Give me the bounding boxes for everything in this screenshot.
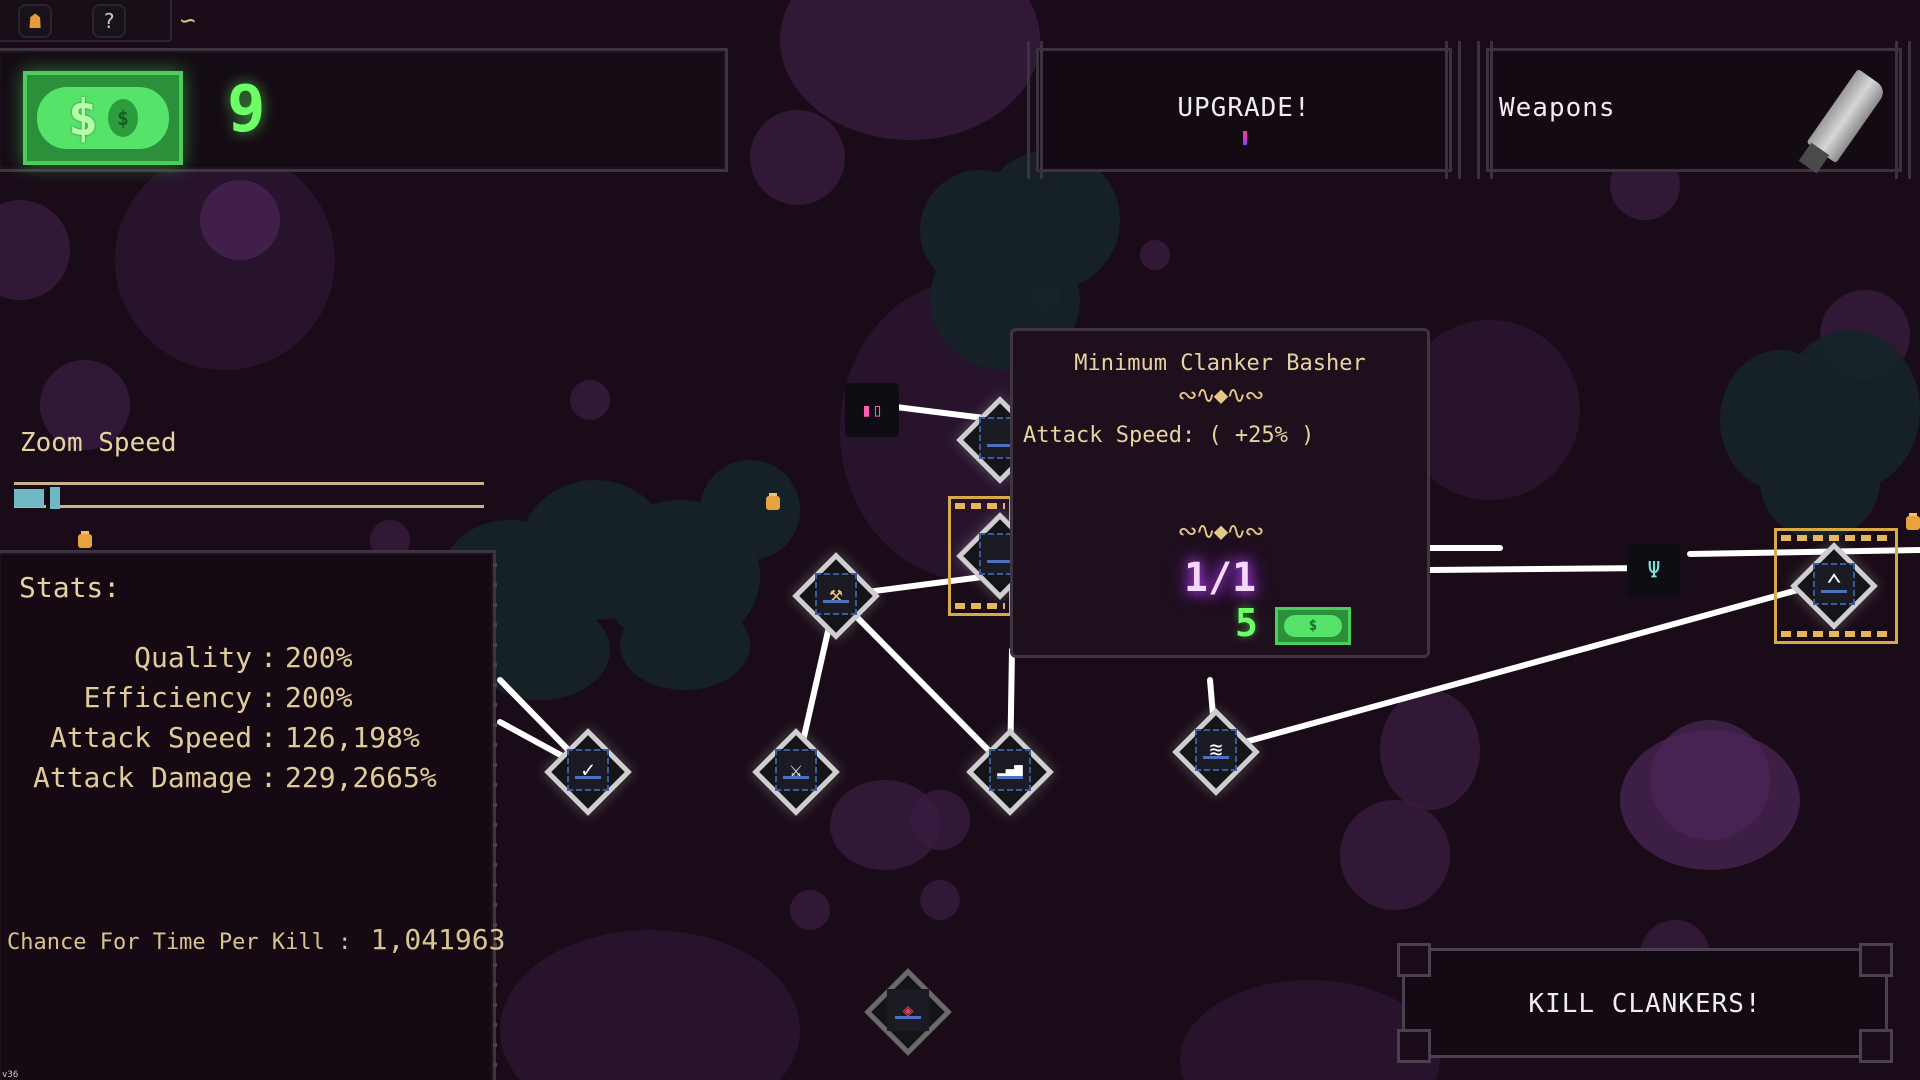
skill-node-signal-bars[interactable]: ▂▄▆ — [966, 728, 1054, 816]
stats-title: Stats: — [19, 571, 121, 604]
ornament-corner — [1859, 1029, 1893, 1063]
upgrade-arrow-icon — [1243, 131, 1247, 145]
top-icon-bar: ☗ ? — [0, 0, 172, 42]
swirl-icon[interactable]: ∽ — [180, 6, 196, 36]
coin-icon — [78, 534, 92, 548]
skill-node-locked-red[interactable]: ◈ — [864, 968, 952, 1056]
help-icon: ? — [102, 9, 116, 33]
tooltip-effect: Attack Speed: ( +25% ) — [1023, 423, 1315, 448]
speed-icon: ≋ — [1209, 737, 1223, 763]
weapons-button[interactable]: Weapons — [1477, 41, 1911, 179]
hammer-icon: ⚒ — [829, 581, 843, 607]
currency-panel: $ $ 9 — [0, 48, 728, 172]
version-label: v36 — [2, 1070, 19, 1080]
target-icon: ◈ — [902, 999, 914, 1021]
tooltip-title: Minimum Clanker Basher — [1074, 351, 1366, 376]
skill-node-chevron[interactable]: ⌃ — [1790, 542, 1878, 630]
skill-node-speed[interactable]: ≋ — [1172, 708, 1260, 796]
skill-node-pink-bars[interactable]: ▮▯ — [837, 375, 907, 445]
currency-amount: 9 — [227, 73, 266, 147]
stats-panel: Stats: Quality:200% Efficiency:200% Atta… — [0, 550, 506, 1080]
help-button[interactable]: ? — [92, 4, 126, 38]
stat-row-chance-time: Chance For Time Per Kill : 1,041963 — [7, 923, 506, 956]
tooltip-cost: 5 — [1235, 601, 1258, 645]
ornament-corner — [1397, 1029, 1431, 1063]
coin-icon — [1906, 516, 1920, 530]
zoom-speed-handle[interactable] — [46, 487, 60, 509]
checkmark-icon: ✓ — [581, 757, 595, 783]
ornament-icon: ∾∿◆∿∾ — [1177, 381, 1265, 409]
dollar-bill-icon: $ — [1275, 607, 1351, 645]
character-icon: ☗ — [28, 9, 42, 33]
zoom-speed-fill — [14, 489, 44, 507]
zoom-speed-slider[interactable] — [14, 482, 484, 509]
stat-row-attack-speed: Attack Speed:126,198% — [49, 721, 420, 754]
stat-row-efficiency: Efficiency:200% — [83, 681, 353, 714]
signal-bars-icon: ▂▄▆ — [997, 762, 1023, 778]
dollar-bill-icon: $ $ — [23, 71, 183, 165]
skill-node-hammer[interactable]: ⚒ — [792, 552, 880, 640]
character-button[interactable]: ☗ — [18, 4, 52, 38]
tooltip-level: 1/1 — [1183, 555, 1257, 601]
sword-small-icon: ⚔ — [789, 757, 803, 783]
upgrade-label: UPGRADE! — [1177, 93, 1311, 123]
upgrade-button[interactable]: UPGRADE! — [1027, 41, 1461, 179]
stat-row-quality: Quality:200% — [134, 641, 353, 674]
ornament-corner — [1397, 943, 1431, 977]
skill-node-fork[interactable]: Ψ — [1619, 535, 1689, 605]
weapons-label: Weapons — [1499, 93, 1616, 123]
chevron-up-icon: ⌃ — [1825, 567, 1843, 601]
coin-icon — [766, 496, 780, 510]
ornament-corner — [1859, 943, 1893, 977]
zoom-speed-label: Zoom Speed — [20, 428, 177, 458]
skill-tooltip: Minimum Clanker Basher ∾∿◆∿∾ Attack Spee… — [1010, 328, 1430, 658]
fork-icon: Ψ — [1647, 557, 1661, 583]
bar-chart-icon: ▮▯ — [861, 399, 883, 421]
skill-node-sword[interactable]: ⚔ — [752, 728, 840, 816]
stat-row-attack-damage: Attack Damage:229,2665% — [32, 761, 437, 794]
skill-node-check[interactable]: ✓ — [544, 728, 632, 816]
kill-clankers-label: KILL CLANKERS! — [1528, 989, 1762, 1019]
kill-clankers-button[interactable]: KILL CLANKERS! — [1397, 943, 1893, 1063]
ornament-icon: ∾∿◆∿∾ — [1177, 517, 1265, 545]
